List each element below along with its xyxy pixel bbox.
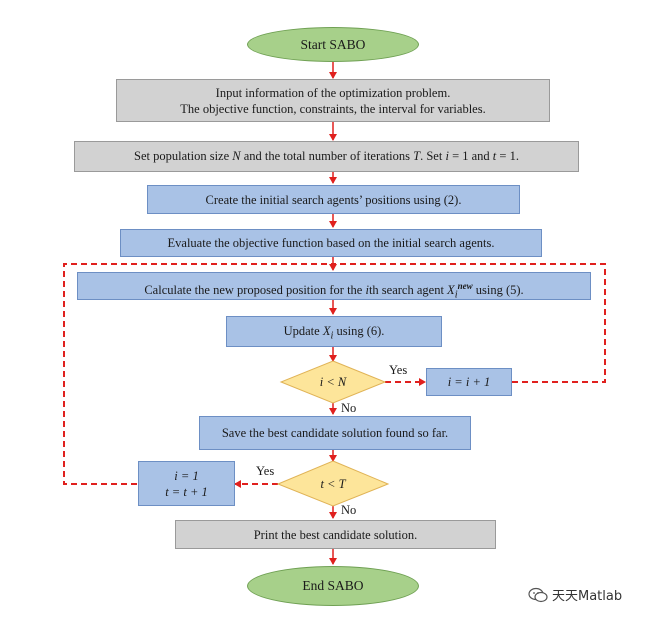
calculate-box: Calculate the new proposed position for … <box>77 272 591 301</box>
increment-i-label: i = i + 1 <box>447 375 491 389</box>
no-label-1: No <box>341 401 357 415</box>
yes-label-1: Yes <box>389 363 408 377</box>
watermark: 天天Matlab <box>528 585 622 604</box>
calc-var-x: X <box>447 283 455 298</box>
calc-var-i: i <box>365 283 369 298</box>
save-label: Save the best candidate solution found s… <box>221 426 449 440</box>
loop-inc-back <box>333 263 606 383</box>
decision1-label: i < N <box>319 375 347 389</box>
input-line2: The objective function, constraints, the… <box>180 101 486 116</box>
create-label: Create the initial search agents’ positi… <box>205 192 462 207</box>
decision2-label: t < T <box>320 476 346 491</box>
update-text-b: using (6). <box>333 324 385 338</box>
input-line1: Input information of the optimization pr… <box>215 85 451 100</box>
set-pop-text-b: and the total number of iterations <box>240 149 414 163</box>
var-n: N <box>232 149 241 163</box>
decision-i-less-n: i < N <box>281 361 385 403</box>
set-pop-text-c: . Set <box>420 149 446 163</box>
update-var-x: X <box>322 324 331 338</box>
yes-label-2: Yes <box>256 464 275 478</box>
set-pop-text-e: = 1. <box>496 149 519 163</box>
watermark-text: 天天Matlab <box>552 589 623 604</box>
save-box: Save the best candidate solution found s… <box>199 416 471 450</box>
no-label-2: No <box>341 503 357 517</box>
loop-reset-back <box>63 263 333 485</box>
evaluate-label: Evaluate the objective function based on… <box>167 236 495 250</box>
var-t-upper: T <box>413 149 421 163</box>
decision-diamond-i-less-n <box>279 360 387 404</box>
decision-t-less-t: t < T <box>278 461 388 506</box>
calc-text-b: th search agent <box>368 283 448 298</box>
set-pop-text-d: = 1 and <box>448 149 493 163</box>
input-box: Input information of the optimization pr… <box>116 79 550 122</box>
calc-text-c: using (5). <box>472 283 524 298</box>
start-oval: Start SABO <box>247 27 419 62</box>
evaluate-box: Evaluate the objective function based on… <box>120 229 542 257</box>
update-sub-i: i <box>330 330 334 342</box>
calc-sup-new: new <box>457 281 473 291</box>
end-label: End SABO <box>302 578 364 593</box>
var-t: t <box>492 149 497 163</box>
create-box: Create the initial search agents’ positi… <box>147 185 520 214</box>
update-box: Update Xi using (6). <box>226 316 442 347</box>
print-label: Print the best candidate solution. <box>253 527 418 542</box>
reset-box: i = 1 t = t + 1 <box>138 461 235 506</box>
set-population-box: Set population size N and the total numb… <box>74 141 579 172</box>
var-i: i <box>445 149 449 163</box>
end-oval: End SABO <box>247 566 419 606</box>
wechat-icon <box>528 587 548 602</box>
calc-sub-i: i <box>454 289 458 301</box>
increment-i-box: i = i + 1 <box>426 368 512 396</box>
decision-diamond-t-less-t <box>276 460 390 507</box>
calc-text-a: Calculate the new proposed position for … <box>144 283 366 298</box>
print-box: Print the best candidate solution. <box>175 520 496 549</box>
update-text-a: Update <box>283 324 323 338</box>
reset-line2: t = t + 1 <box>165 484 208 499</box>
set-pop-text-a: Set population size <box>134 149 233 163</box>
start-label: Start SABO <box>300 36 366 52</box>
reset-line1: i = 1 <box>174 468 199 483</box>
